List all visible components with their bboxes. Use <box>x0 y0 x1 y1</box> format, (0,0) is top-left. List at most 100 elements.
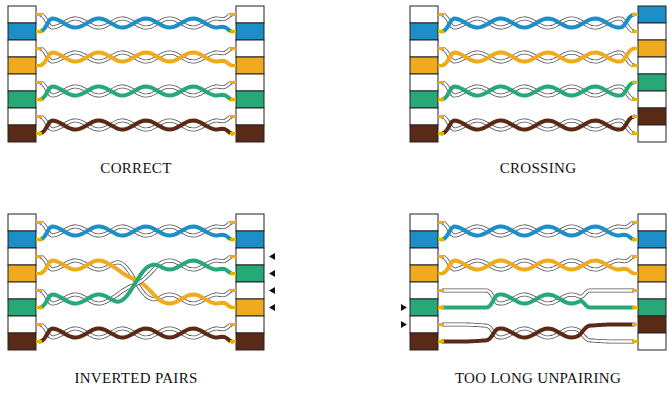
pin-contact <box>632 255 638 258</box>
fault-marker <box>269 304 275 311</box>
pin-contact <box>36 221 42 224</box>
pin-contact <box>230 98 236 101</box>
colored-wire <box>40 121 232 134</box>
pin-cell <box>410 108 438 125</box>
pin-cell <box>410 265 438 282</box>
pin-cell <box>8 265 36 282</box>
colored-wire <box>442 325 634 342</box>
connector-block <box>638 6 666 142</box>
pin-cell <box>638 57 666 74</box>
pin-contact <box>230 323 236 326</box>
pin-cell <box>410 214 438 231</box>
panel-caption: CORRECT <box>100 160 171 177</box>
pin-contact <box>230 13 236 16</box>
pin-cell <box>638 125 666 142</box>
pin-contact <box>632 30 638 33</box>
pin-contact <box>632 238 638 241</box>
pin-contact <box>632 81 638 84</box>
pin-contact <box>438 115 444 118</box>
pin-contact <box>36 272 42 275</box>
pin-cell <box>236 333 264 350</box>
pin-contact <box>230 64 236 67</box>
pin-contact <box>36 340 42 343</box>
pin-cell <box>236 40 264 57</box>
pin-contact <box>36 64 42 67</box>
pin-cell <box>638 299 666 316</box>
pin-cell <box>410 74 438 91</box>
fault-marker <box>269 270 275 277</box>
pin-contact <box>230 47 236 50</box>
pin-contact <box>438 132 444 135</box>
pin-cell <box>410 299 438 316</box>
colored-wire <box>442 295 634 308</box>
pin-cell <box>638 74 666 91</box>
white-wire <box>442 83 634 100</box>
pin-cell <box>236 282 264 299</box>
connector-block <box>410 6 438 142</box>
colored-wire <box>40 19 232 32</box>
pin-cell <box>638 6 666 23</box>
pin-cell <box>8 214 36 231</box>
pin-cell <box>8 108 36 125</box>
colored-wire <box>442 117 634 134</box>
panel-caption: INVERTED PAIRS <box>74 370 197 387</box>
pin-cell <box>236 125 264 142</box>
pin-cell <box>410 333 438 350</box>
pin-cell <box>236 74 264 91</box>
connector-block <box>410 214 438 350</box>
pin-cell <box>8 248 36 265</box>
pin-cell <box>410 231 438 248</box>
pin-contact <box>36 98 42 101</box>
pin-contact <box>36 289 42 292</box>
pin-contact <box>632 64 638 67</box>
white-wire-edge <box>442 325 634 342</box>
pin-cell <box>8 333 36 350</box>
pin-cell <box>410 248 438 265</box>
pin-cell <box>236 108 264 125</box>
pin-cell <box>8 282 36 299</box>
connector-block <box>236 6 264 142</box>
pin-contact <box>438 272 444 275</box>
pin-cell <box>638 108 666 125</box>
connector-block <box>638 214 666 350</box>
pin-cell <box>638 282 666 299</box>
pin-cell <box>8 91 36 108</box>
colored-wire <box>442 49 634 66</box>
pin-contact <box>230 340 236 343</box>
pin-contact <box>632 323 638 326</box>
pin-cell <box>236 214 264 231</box>
pin-contact <box>438 221 444 224</box>
white-wire <box>442 117 634 134</box>
colored-wire <box>442 15 634 32</box>
pin-cell <box>638 333 666 350</box>
pin-cell <box>8 299 36 316</box>
pin-contact <box>438 13 444 16</box>
pin-contact <box>230 289 236 292</box>
pin-cell <box>638 23 666 40</box>
pin-cell <box>638 265 666 282</box>
pin-contact <box>632 306 638 309</box>
pin-contact <box>230 115 236 118</box>
pin-contact <box>438 238 444 241</box>
connector-block <box>8 6 36 142</box>
pin-contact <box>36 255 42 258</box>
pin-contact <box>438 81 444 84</box>
pin-contact <box>230 221 236 224</box>
pin-contact <box>36 47 42 50</box>
pin-contact <box>36 81 42 84</box>
pin-contact <box>632 13 638 16</box>
colored-wire <box>40 87 232 100</box>
fault-marker <box>269 287 275 294</box>
pin-cell <box>410 91 438 108</box>
pin-cell <box>236 57 264 74</box>
pin-cell <box>236 91 264 108</box>
pin-contact <box>438 289 444 292</box>
pin-cell <box>410 40 438 57</box>
pin-cell <box>410 57 438 74</box>
pin-contact <box>230 30 236 33</box>
pin-cell <box>410 23 438 40</box>
white-wire <box>442 15 634 32</box>
pin-cell <box>236 316 264 333</box>
